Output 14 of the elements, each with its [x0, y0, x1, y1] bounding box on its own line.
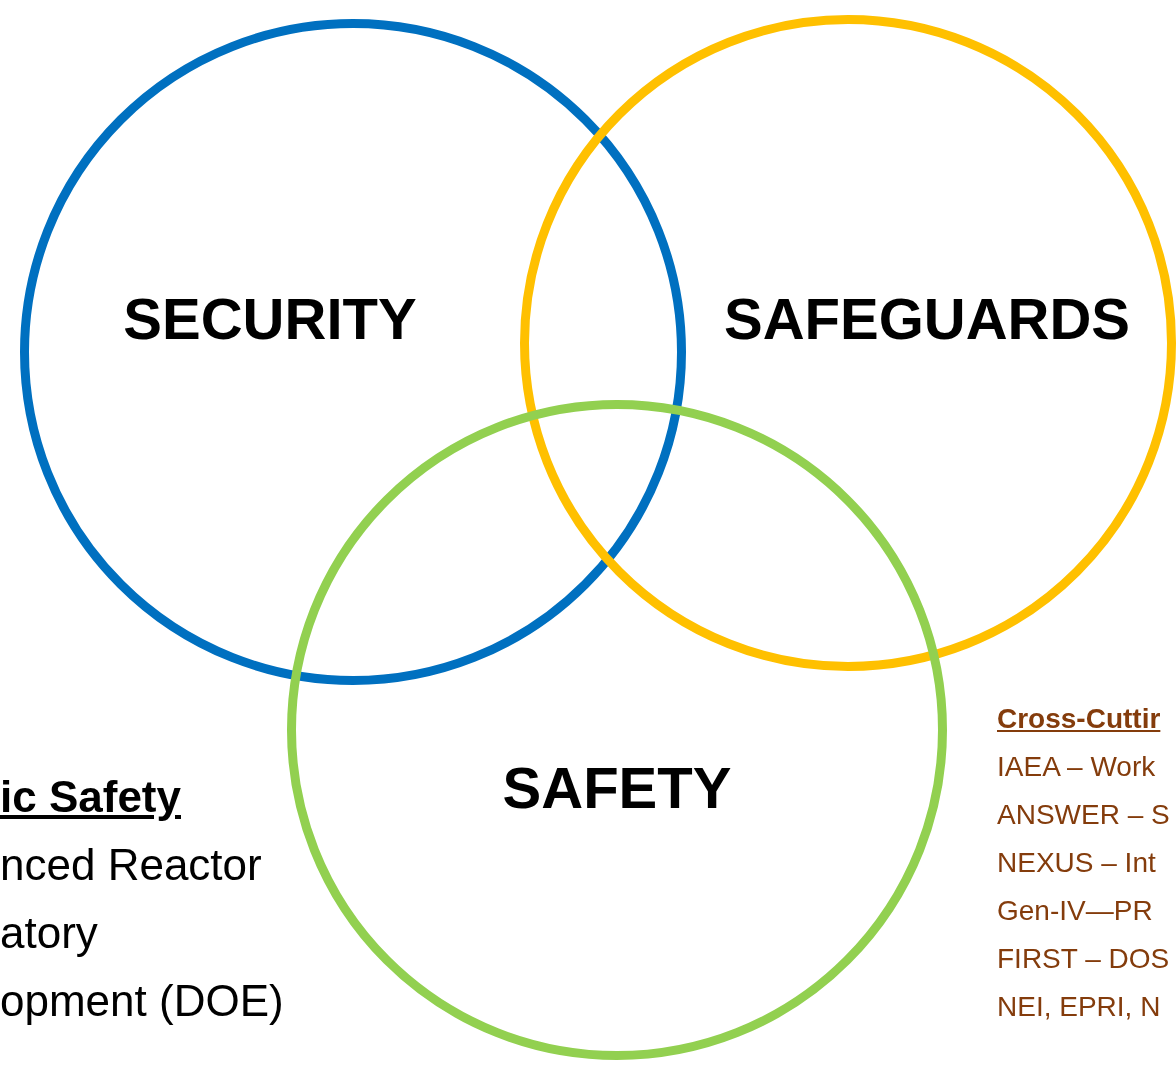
list-item: ANSWER – S	[997, 799, 1170, 831]
list-item: atory	[0, 908, 98, 958]
list-item: Gen-IV—PR	[997, 895, 1153, 927]
circle-label: SECURITY	[123, 284, 417, 352]
list-item: NEI, EPRI, N	[997, 991, 1161, 1023]
list-item: nced Reactor	[0, 840, 262, 890]
list-item: opment (DOE)	[0, 976, 284, 1026]
list-item: IAEA – Work	[997, 751, 1156, 783]
section-heading: Cross-Cuttir	[997, 703, 1161, 735]
circle-label: SAFETY	[502, 753, 732, 821]
list-item: NEXUS – Int	[997, 847, 1156, 879]
circle-label: SAFEGUARDS	[724, 284, 1130, 352]
list-item: FIRST – DOS	[997, 943, 1170, 975]
section-heading: ic Safety	[0, 772, 181, 822]
